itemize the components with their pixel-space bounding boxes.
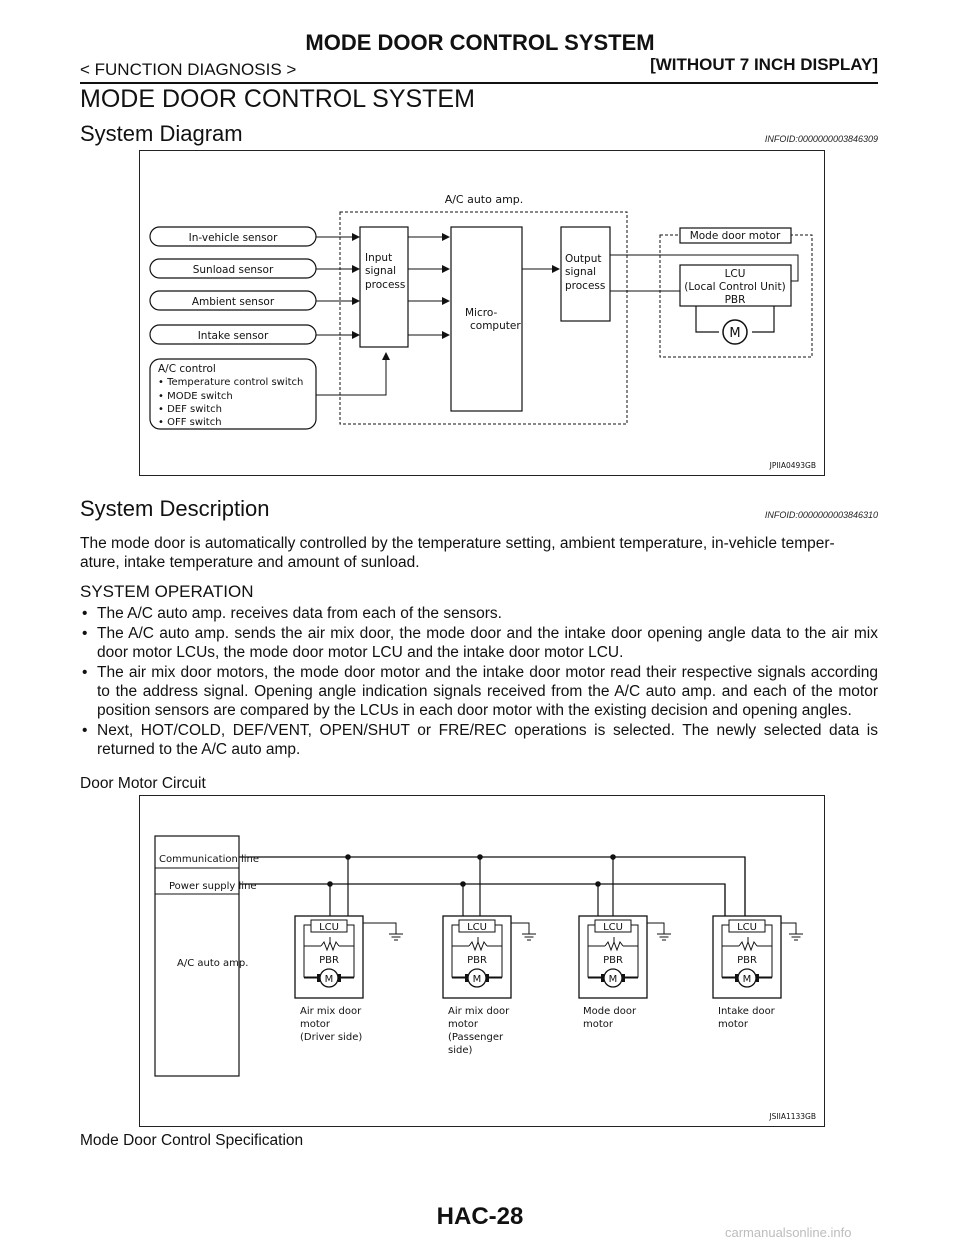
running-header-title: MODE DOOR CONTROL SYSTEM <box>305 30 655 55</box>
amp-dashed-frame <box>339 211 628 425</box>
motor-label-passenger: Air mix door motor (Passenger side) <box>448 1006 512 1056</box>
system-diagram-figure: A/C auto amp. In-vehicle sensor Sunload … <box>139 150 825 476</box>
motor-label-intake: Intake door motor <box>718 1006 778 1030</box>
svg-text:Mode door motor: Mode door motor <box>690 230 781 242</box>
svg-text:Sunload sensor: Sunload sensor <box>193 264 274 276</box>
motor-unit-driver: LCU PBR M <box>294 854 403 999</box>
running-header-section: < FUNCTION DIAGNOSIS > <box>80 60 297 79</box>
svg-text:Output: Output <box>565 253 601 265</box>
system-operation-heading: SYSTEM OPERATION <box>80 582 254 601</box>
sensor-ambient: Ambient sensor <box>149 290 317 311</box>
intro-line-2: ature, intake temperature and amount of … <box>80 554 420 571</box>
lcu-label: LCU <box>467 922 487 933</box>
svg-text:Intake sensor: Intake sensor <box>198 330 269 342</box>
page-title: MODE DOOR CONTROL SYSTEM <box>80 85 475 113</box>
output-signal-process-box: Output signal process <box>560 226 611 322</box>
system-diagram-heading: System Diagram <box>80 121 243 146</box>
pbr-label: PBR <box>319 955 339 966</box>
motor-unit-passenger: LCU PBR M <box>442 854 536 999</box>
microcomputer-box: Micro- computer <box>450 226 523 412</box>
input-signal-process-box: Input signal process <box>359 226 409 348</box>
system-diagram-svg: A/C auto amp. In-vehicle sensor Sunload … <box>149 193 816 470</box>
sensor-arrows <box>316 233 390 396</box>
system-description-heading: System Description <box>80 496 270 521</box>
svg-text:signal: signal <box>565 266 596 278</box>
list-item: Next, HOT/COLD, DEF/VENT, OPEN/SHUT or F… <box>80 721 878 759</box>
system-diagram-fig-id: JPIIA0493GB <box>769 461 816 470</box>
motor-connections <box>695 306 775 333</box>
svg-text:• MODE switch: • MODE switch <box>158 391 233 402</box>
svg-text:Micro-: Micro- <box>465 307 497 319</box>
amp-label: A/C auto amp. <box>445 193 524 206</box>
sensor-intake: Intake sensor <box>149 324 317 345</box>
list-item: The A/C auto amp. sends the air mix door… <box>80 624 878 662</box>
header-rule <box>80 82 878 84</box>
communication-line-label: Communication line <box>159 854 259 865</box>
svg-text:• DEF switch: • DEF switch <box>158 404 222 415</box>
pbr-label: PBR <box>467 955 487 966</box>
power-bus <box>239 883 726 916</box>
pbr-label: PBR <box>603 955 623 966</box>
system-description-intro: The mode door is automatically controlle… <box>80 534 878 572</box>
motor-units: LCU PBR M LCU PBR M LCU PBR M LCU PBR M <box>294 854 803 999</box>
system-description-infoid: INFOID:0000000003846310 <box>764 510 878 520</box>
motor-symbol: M <box>722 319 748 345</box>
motor-unit-mode: LCU PBR M <box>578 854 671 999</box>
motor-letter: M <box>325 974 334 985</box>
svg-text:signal: signal <box>365 265 396 277</box>
motor-label-driver: Air mix door motor (Driver side) <box>300 1006 364 1043</box>
motor-label-mode: Mode door motor <box>583 1006 639 1030</box>
output-to-lcu-lines <box>610 254 799 292</box>
svg-text:Ambient sensor: Ambient sensor <box>192 296 275 308</box>
svg-text:process: process <box>365 279 405 291</box>
sensor-sunload: Sunload sensor <box>149 258 317 279</box>
svg-text:• Temperature control switch: • Temperature control switch <box>158 377 303 388</box>
motor-letter: M <box>473 974 482 985</box>
svg-text:LCU: LCU <box>725 268 746 280</box>
svg-text:process: process <box>565 280 605 292</box>
lcu-label: LCU <box>737 922 757 933</box>
lcu-label: LCU <box>603 922 623 933</box>
door-motor-circuit-svg: Communication line Power supply line A/C… <box>154 835 816 1121</box>
door-motor-circuit-fig-id: JSIIA1133GB <box>768 1112 816 1121</box>
motor-letter: M <box>609 974 618 985</box>
door-motor-circuit-figure: Communication line Power supply line A/C… <box>139 795 825 1127</box>
watermark: carmanualsonline.info <box>725 1225 852 1240</box>
motor-unit-intake: LCU PBR M <box>712 857 803 999</box>
amp-label: A/C auto amp. <box>177 958 248 969</box>
input-to-micro-arrows <box>408 233 450 339</box>
svg-text:M: M <box>729 326 740 341</box>
lcu-box: LCU (Local Control Unit) PBR <box>679 264 792 307</box>
communication-bus <box>239 856 746 916</box>
motor-letter: M <box>743 974 752 985</box>
svg-text:A/C control: A/C control <box>158 363 216 375</box>
svg-text:• OFF switch: • OFF switch <box>158 417 222 428</box>
svg-text:computer: computer <box>470 320 521 332</box>
amp-box <box>154 835 240 1077</box>
mode-door-control-spec-caption: Mode Door Control Specification <box>80 1132 304 1149</box>
running-header-variant: [WITHOUT 7 INCH DISPLAY] <box>650 55 878 74</box>
svg-text:In-vehicle sensor: In-vehicle sensor <box>189 232 278 244</box>
mode-door-motor-label-box: Mode door motor <box>679 227 792 244</box>
list-item: The air mix door motors, the mode door m… <box>80 663 878 720</box>
intro-line-1: The mode door is automatically controlle… <box>80 535 835 552</box>
system-operation-list: The A/C auto amp. receives data from eac… <box>80 604 878 760</box>
power-supply-line-label: Power supply line <box>169 881 257 892</box>
door-motor-circuit-caption: Door Motor Circuit <box>80 775 206 792</box>
svg-text:(Local Control Unit): (Local Control Unit) <box>684 281 785 293</box>
sensor-in-vehicle: In-vehicle sensor <box>149 226 317 247</box>
page-number: HAC-28 <box>436 1203 524 1230</box>
lcu-label: LCU <box>319 922 339 933</box>
svg-text:PBR: PBR <box>725 294 746 306</box>
system-diagram-infoid: INFOID:0000000003846309 <box>764 134 878 144</box>
svg-text:Input: Input <box>365 252 392 264</box>
ac-control-box: A/C control • Temperature control switch… <box>149 358 317 430</box>
list-item: The A/C auto amp. receives data from eac… <box>80 604 878 623</box>
pbr-label: PBR <box>737 955 757 966</box>
